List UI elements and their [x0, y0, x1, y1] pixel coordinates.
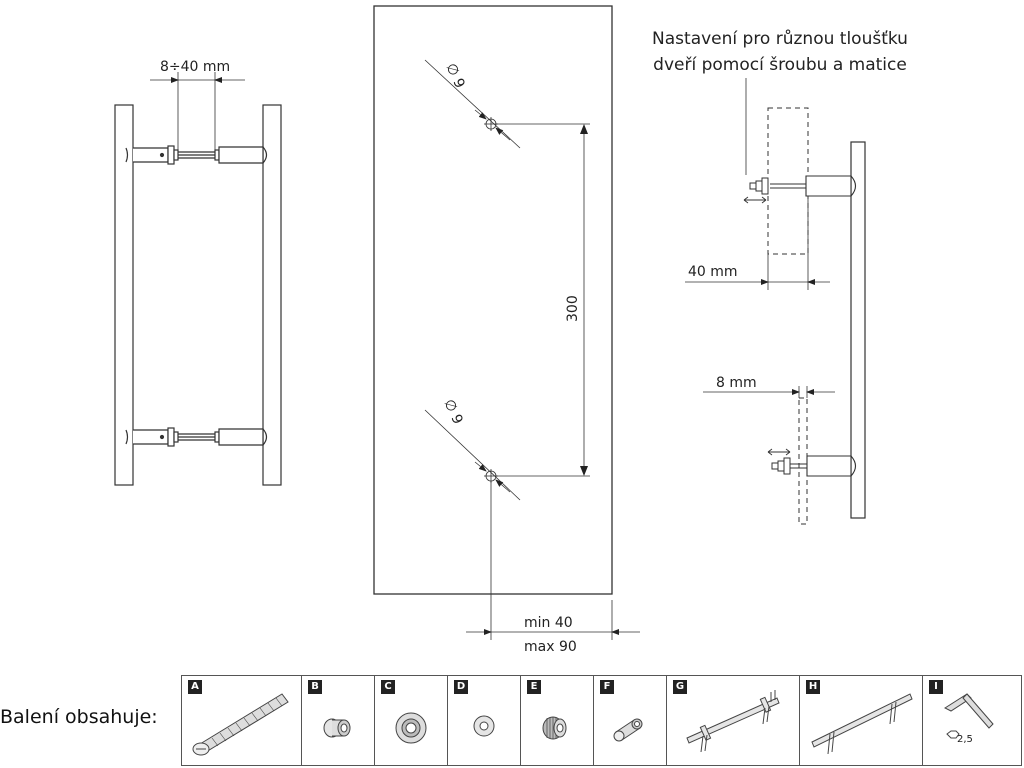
handle-front-view [114, 72, 282, 486]
handle-side-view [685, 78, 866, 525]
threaded-insert-icon [542, 716, 567, 740]
part-letter: A [188, 680, 202, 694]
part-letter: H [806, 680, 820, 694]
part-letter: F [600, 680, 614, 694]
part-e: E [521, 676, 594, 765]
door-panel [373, 5, 613, 595]
part-letter: I [929, 680, 943, 694]
right-bar [262, 104, 282, 486]
spacing-dimension-label: 8÷40 mm [160, 59, 230, 75]
sleeve-nut-icon [613, 718, 643, 742]
adjustment-note: Nastavení pro různou tloušťku dveří pomo… [620, 26, 940, 78]
bushing-icon [323, 718, 351, 738]
part-letter: B [308, 680, 322, 694]
part-h: H [800, 676, 923, 765]
part-d: D [448, 676, 521, 765]
part-g: G [667, 676, 800, 765]
hex-size-label: 2,5 [957, 734, 973, 745]
hex-key-icon [943, 693, 994, 739]
hole-distance-label: 300 [565, 295, 581, 322]
bottom-connector [125, 427, 268, 447]
part-a: A [182, 676, 302, 765]
door-panel-view [373, 5, 640, 640]
part-f: F [594, 676, 667, 765]
door-8mm-label: 8 mm [716, 375, 757, 391]
part-i: I 2,5 [923, 676, 1021, 765]
package-label: Balení obsahuje: [0, 706, 158, 728]
threaded-rod-icon [192, 693, 289, 756]
part-c: C [375, 676, 448, 765]
flat-washer-icon [473, 715, 495, 737]
left-bar [114, 104, 134, 486]
part-b: B [302, 676, 375, 765]
top-hole [424, 59, 590, 149]
part-letter: C [381, 680, 395, 694]
edge-min-label: min 40 [524, 615, 573, 631]
edge-max-label: max 90 [524, 639, 577, 655]
bottom-hole [424, 409, 590, 501]
note-line-1: Nastavení pro různou tloušťku [652, 29, 908, 49]
handle-bar-icon [811, 693, 913, 755]
handle-bar-icon [686, 690, 780, 753]
top-connector [125, 145, 268, 165]
package-contents: A B [181, 675, 1022, 766]
washer-ring-icon [395, 712, 427, 744]
note-line-2: dveří pomocí šroubu a matice [653, 55, 907, 75]
part-letter: D [454, 680, 468, 694]
part-letter: E [527, 680, 541, 694]
door-8mm [798, 397, 808, 525]
door-40mm-label: 40 mm [688, 264, 738, 280]
door-40mm [767, 107, 809, 255]
part-letter: G [673, 680, 687, 694]
